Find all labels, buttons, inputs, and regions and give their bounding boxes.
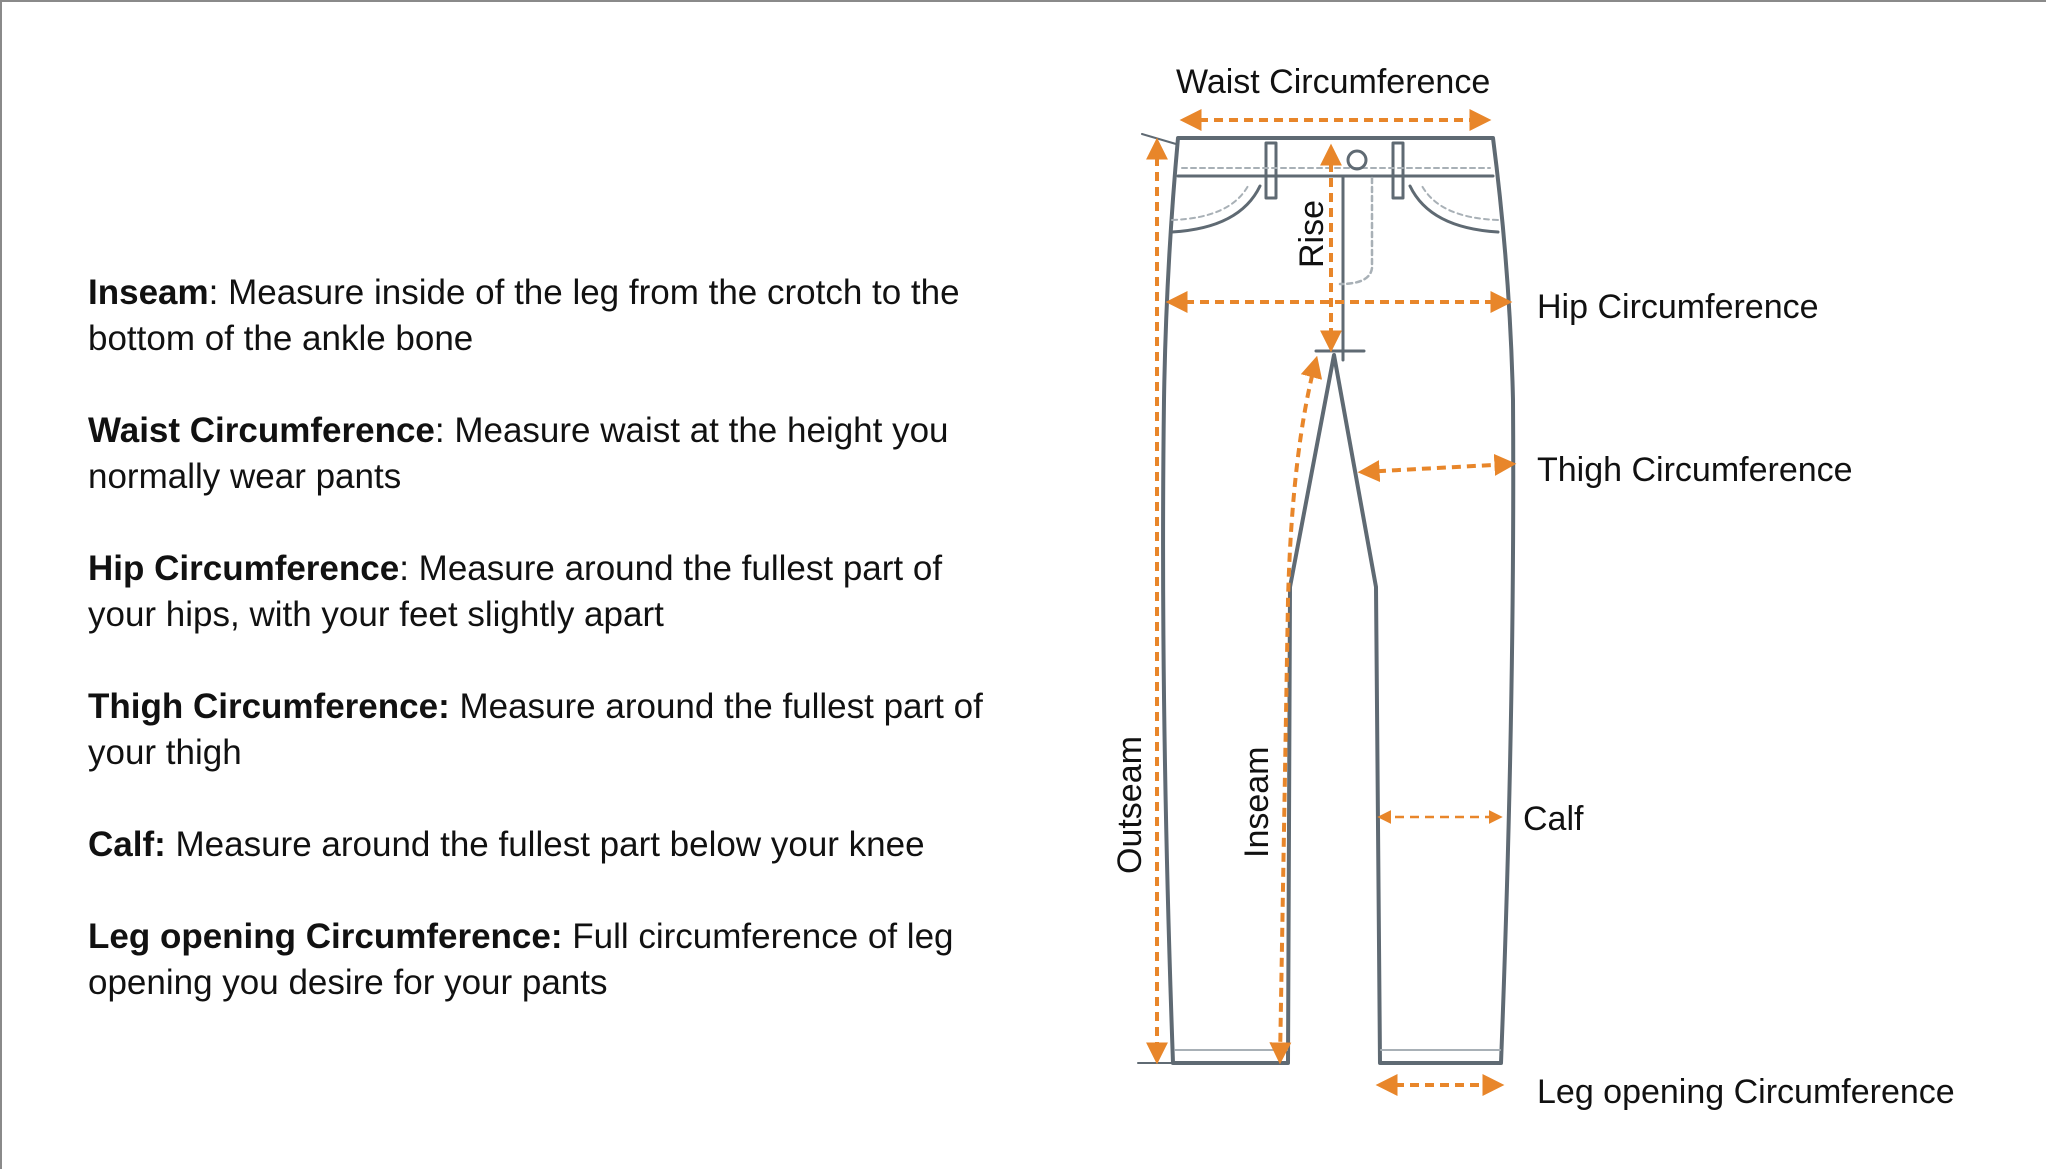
definition-text: Measure around the fullest part of your … xyxy=(88,549,943,634)
definition-separator: : xyxy=(434,411,445,450)
inseam-label: Inseam xyxy=(1238,747,1276,859)
rise-label: Rise xyxy=(1293,200,1331,268)
definition-separator: : xyxy=(399,549,409,588)
definition-thigh: Thigh Circumference: Measure around the … xyxy=(88,684,1008,776)
definition-term: Calf: xyxy=(88,825,166,864)
hip-label: Hip Circumference xyxy=(1537,288,1819,326)
definitions-list: Inseam: Measure inside of the leg from t… xyxy=(88,270,1008,1052)
definition-hip: Hip Circumference: Measure around the fu… xyxy=(88,546,1008,638)
pocket-left xyxy=(1170,184,1262,234)
measurement-arrows xyxy=(1146,109,1517,1096)
waist-label: Waist Circumference xyxy=(1176,63,1490,101)
definition-text: Measure waist at the height you normally… xyxy=(88,411,949,496)
definition-term: Waist Circumference xyxy=(88,411,435,450)
pocket-left-stitch xyxy=(1171,185,1249,221)
belt-loop-right xyxy=(1391,141,1405,200)
definition-calf: Calf: Measure around the fullest part be… xyxy=(88,822,1008,868)
calf-label: Calf xyxy=(1523,800,1584,838)
definition-inseam: Inseam: Measure inside of the leg from t… xyxy=(88,270,1008,362)
definition-text: Measure inside of the leg from the crotc… xyxy=(88,273,960,358)
pocket-right-stitch xyxy=(1421,185,1499,221)
pocket-right xyxy=(1408,184,1500,234)
definition-term: Thigh Circumference: xyxy=(88,687,450,726)
definition-separator: : xyxy=(208,273,219,312)
definition-term: Hip Circumference xyxy=(88,549,400,588)
definition-leg-opening: Leg opening Circumference: Full circumfe… xyxy=(88,914,1008,1006)
belt-loop-left xyxy=(1264,141,1278,200)
fly-stitch xyxy=(1338,176,1374,286)
button-icon xyxy=(1346,149,1368,171)
thigh-arrow xyxy=(1357,453,1517,483)
leg-opening-label: Leg opening Circumference xyxy=(1537,1073,1955,1111)
definition-text: Full circumference of leg opening you de… xyxy=(88,917,954,1002)
definition-text: Measure around the fullest part of your … xyxy=(88,687,983,772)
definition-term: Leg opening Circumference: xyxy=(88,917,563,956)
definition-text: Measure around the fullest part below yo… xyxy=(165,825,925,864)
pants-outline xyxy=(1161,136,1516,1065)
thigh-label: Thigh Circumference xyxy=(1537,451,1853,489)
outseam-label: Outseam xyxy=(1111,736,1149,874)
inseam-arrow xyxy=(1269,355,1323,1065)
pants-illustration xyxy=(1137,133,1516,1065)
definition-term: Inseam xyxy=(88,273,209,312)
definition-waist: Waist Circumference: Measure waist at th… xyxy=(88,408,1008,500)
